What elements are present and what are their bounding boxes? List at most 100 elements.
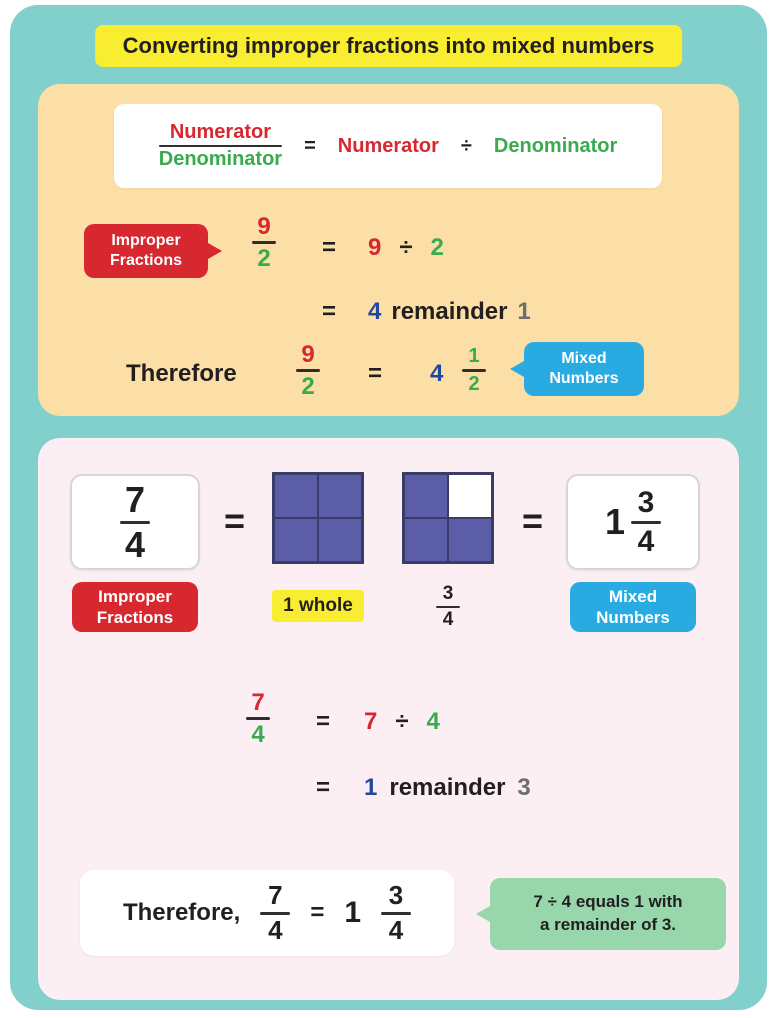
note-line: 7 ÷ 4 equals 1 with <box>533 892 683 912</box>
equals-sign: = <box>304 134 316 157</box>
fraction-3-4: 3 4 <box>631 486 662 558</box>
mixed-whole: 1 <box>604 501 626 542</box>
denominator: 4 <box>442 609 454 631</box>
note-line: a remainder of 3. <box>539 915 677 934</box>
page-title: Converting improper fractions into mixed… <box>94 25 683 67</box>
remainder-word: remainder <box>391 298 508 325</box>
improper-fraction-7-4: 7 4 <box>246 690 270 747</box>
dividend: 9 <box>368 234 382 261</box>
numerator: 3 <box>442 583 454 604</box>
divide-icon: ÷ <box>395 708 409 735</box>
formula-box: Numerator Denominator = Numerator ÷ Deno… <box>114 104 662 188</box>
fraction-bar <box>462 369 486 372</box>
fraction-bar <box>158 144 283 148</box>
division-result: 4 remainder 1 <box>368 298 531 326</box>
numerator: 7 <box>251 689 265 716</box>
divide-icon: ÷ <box>399 234 413 261</box>
remainder-value: 1 <box>517 298 531 325</box>
equals-sign: = <box>224 500 246 541</box>
grid-cell-empty <box>449 475 491 517</box>
example-panel: 7 4 Improper Fractions = 1 whole 3 4 = 1… <box>38 438 739 1000</box>
equals-sign: = <box>316 774 331 801</box>
numerator: 3 <box>388 880 404 911</box>
badge-line: Numbers <box>549 370 619 387</box>
grid-cell-filled <box>405 519 447 561</box>
denominator: 4 <box>637 524 655 558</box>
badge-line: Improper <box>98 586 172 606</box>
improper-fraction-9-2: 9 2 <box>252 214 276 271</box>
fraction-bar <box>631 520 662 524</box>
grid-cell-filled <box>319 519 361 561</box>
equals-sign: = <box>368 360 383 387</box>
fraction-bar <box>381 911 412 915</box>
denominator: 4 <box>268 914 283 945</box>
therefore-word: Therefore, <box>122 899 241 926</box>
fraction-7-4: 7 4 <box>260 880 291 945</box>
divisor: 2 <box>430 234 444 261</box>
denominator: 2 <box>301 372 315 400</box>
formula-panel: Numerator Denominator = Numerator ÷ Deno… <box>38 84 739 416</box>
mixed-numbers-badge: Mixed Numbers <box>570 582 696 632</box>
one-whole-caption: 1 whole <box>272 590 364 622</box>
numerator: 1 <box>468 345 480 367</box>
fraction-bar <box>260 911 291 915</box>
mixed-whole: 4 <box>430 360 444 387</box>
denominator: 2 <box>257 244 271 272</box>
divisor: 4 <box>426 708 440 735</box>
badge-line: Improper <box>111 232 181 250</box>
whole-number: 4 <box>368 298 382 325</box>
grid-cell-filled <box>275 475 317 517</box>
badge-line: Fractions <box>109 252 182 269</box>
badge-line: Fractions <box>96 608 174 627</box>
one-whole-grid <box>272 472 364 564</box>
numerator: 7 <box>268 880 283 911</box>
grid-cell-filled <box>449 519 491 561</box>
remainder-word: remainder <box>389 774 506 801</box>
division-expression: 7 ÷ 4 <box>364 708 440 736</box>
improper-fractions-badge: Improper Fractions <box>84 224 222 278</box>
numerator: 9 <box>301 341 315 368</box>
equals-sign: = <box>522 500 544 541</box>
grid-cell-filled <box>275 519 317 561</box>
three-quarters-grid <box>402 472 494 564</box>
three-quarters-caption: 3 4 <box>436 584 460 630</box>
mixed-whole: 1 <box>344 896 362 929</box>
dividend-word: Numerator <box>337 134 439 157</box>
denominator: 4 <box>388 914 404 945</box>
whole-number: 1 <box>364 774 378 801</box>
fraction-7-4: 7 4 <box>120 480 150 565</box>
denominator: 2 <box>468 372 480 395</box>
note-bubble: 7 ÷ 4 equals 1 with a remainder of 3. <box>476 878 726 950</box>
remainder-value: 3 <box>517 774 531 801</box>
denominator: 4 <box>124 523 146 565</box>
fraction-bar <box>252 241 276 244</box>
divide-icon: ÷ <box>460 134 472 157</box>
improper-fraction-card: 7 4 <box>70 474 200 570</box>
equals-sign: = <box>310 899 325 926</box>
fraction-bar <box>120 520 150 524</box>
grid-cell-filled <box>405 475 447 517</box>
equals-sign: = <box>322 234 337 261</box>
division-result: 1 remainder 3 <box>364 774 531 802</box>
mixed-fraction-1-2: 1 2 <box>462 346 486 395</box>
dividend: 7 <box>364 708 378 735</box>
therefore-word: Therefore <box>126 360 237 387</box>
improper-fraction-9-2: 9 2 <box>296 342 320 399</box>
equals-sign: = <box>322 298 337 325</box>
fraction-bar <box>246 717 270 720</box>
badge-line: Mixed <box>608 586 658 606</box>
numerator: 9 <box>257 213 271 240</box>
divisor-word: Denominator <box>493 134 618 157</box>
numerator: 3 <box>637 486 655 519</box>
formula-fraction: Numerator Denominator <box>158 120 283 171</box>
mixed-number-card: 1 3 4 <box>566 474 700 570</box>
equals-sign: = <box>316 708 331 735</box>
improper-fractions-badge: Improper Fractions <box>72 582 198 632</box>
badge-line: Mixed <box>561 350 607 368</box>
grid-cell-filled <box>319 475 361 517</box>
mixed-numbers-badge: Mixed Numbers <box>510 342 644 396</box>
numerator-word: Numerator <box>169 120 271 143</box>
fraction-bar <box>436 605 460 609</box>
fraction-3-4: 3 4 <box>381 880 412 945</box>
